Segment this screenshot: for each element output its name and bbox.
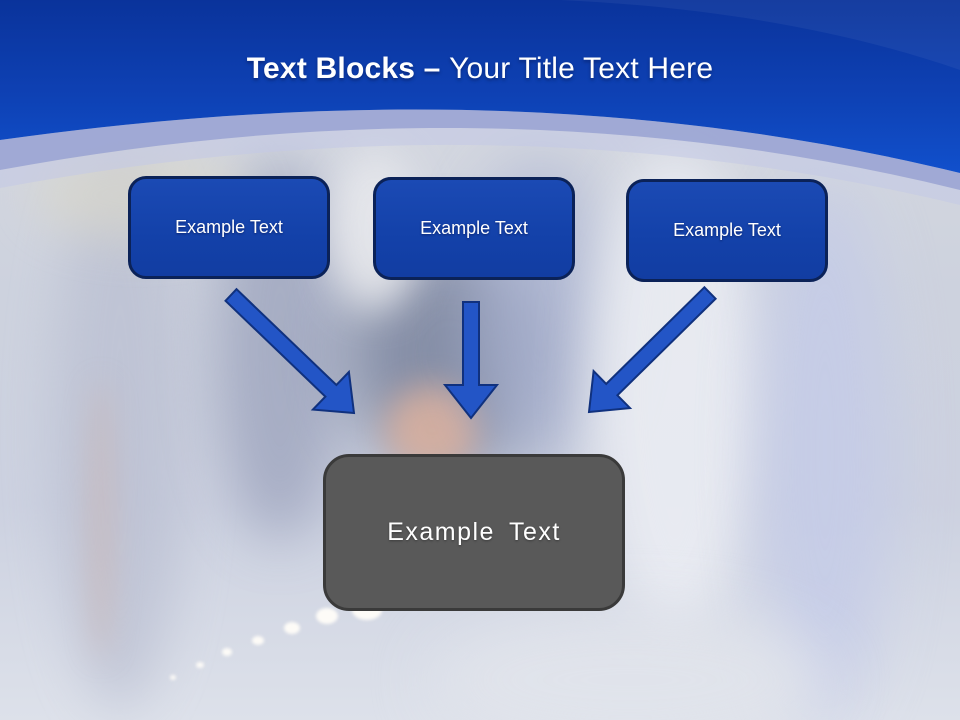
photo-shade <box>88 380 114 660</box>
photo-shade <box>430 610 830 720</box>
photo-sparkle <box>222 648 232 656</box>
target-block-label: Example Text <box>387 518 561 546</box>
text-block-1-label: Example Text <box>175 217 283 237</box>
text-block-3-label: Example Text <box>673 220 781 240</box>
text-block-2-label: Example Text <box>420 218 528 238</box>
slide-title-regular: Your Title Text Here <box>449 52 714 85</box>
text-block-1[interactable]: Example Text <box>128 176 330 279</box>
slide-title[interactable]: Text Blocks – Your Title Text Here <box>0 52 960 86</box>
photo-sparkle <box>316 608 338 624</box>
photo-sparkle <box>284 622 300 634</box>
target-block[interactable]: Example Text <box>323 454 625 611</box>
slide-title-bold: Text Blocks – <box>246 52 450 85</box>
photo-sparkle <box>252 636 264 645</box>
photo-sparkle <box>170 675 176 680</box>
photo-sparkle <box>196 662 204 668</box>
text-block-2[interactable]: Example Text <box>373 177 575 280</box>
text-block-3[interactable]: Example Text <box>626 179 828 282</box>
